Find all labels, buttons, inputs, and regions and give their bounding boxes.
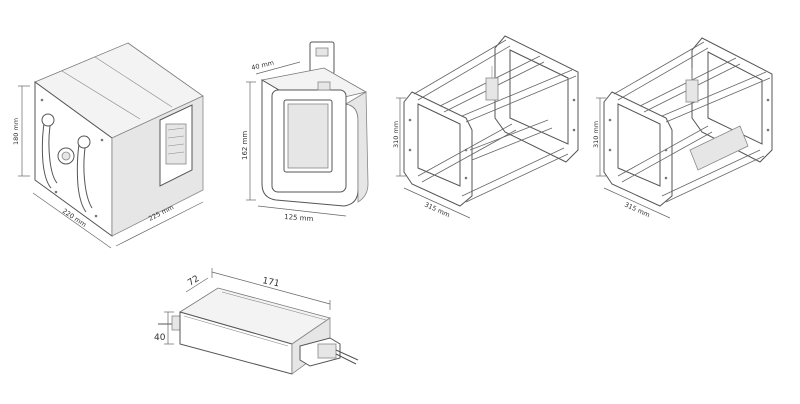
frame-a-height-label: 310 mm [392,121,400,148]
psu-width-label: 72 [186,274,201,289]
psu-height-label: 40 [154,333,166,343]
controller-box-drawing: 40 mm 162 mm 125 mm [241,41,369,223]
frame-b-drawing: 310 mm 315 mm [592,37,773,219]
printer-height-label: 180 mm [12,118,20,145]
printer-unit-drawing: 180 mm 220 mm 225 mm [12,42,204,249]
controller-height-label: 162 mm [241,131,249,160]
frame-a-drawing: 310 mm 315 mm [392,35,579,219]
psu-length-label: 171 [261,276,280,289]
controller-width-label: 125 mm [284,213,314,223]
power-supply-drawing: 72 171 40 [154,268,359,375]
frame-b-height-label: 310 mm [592,121,600,148]
